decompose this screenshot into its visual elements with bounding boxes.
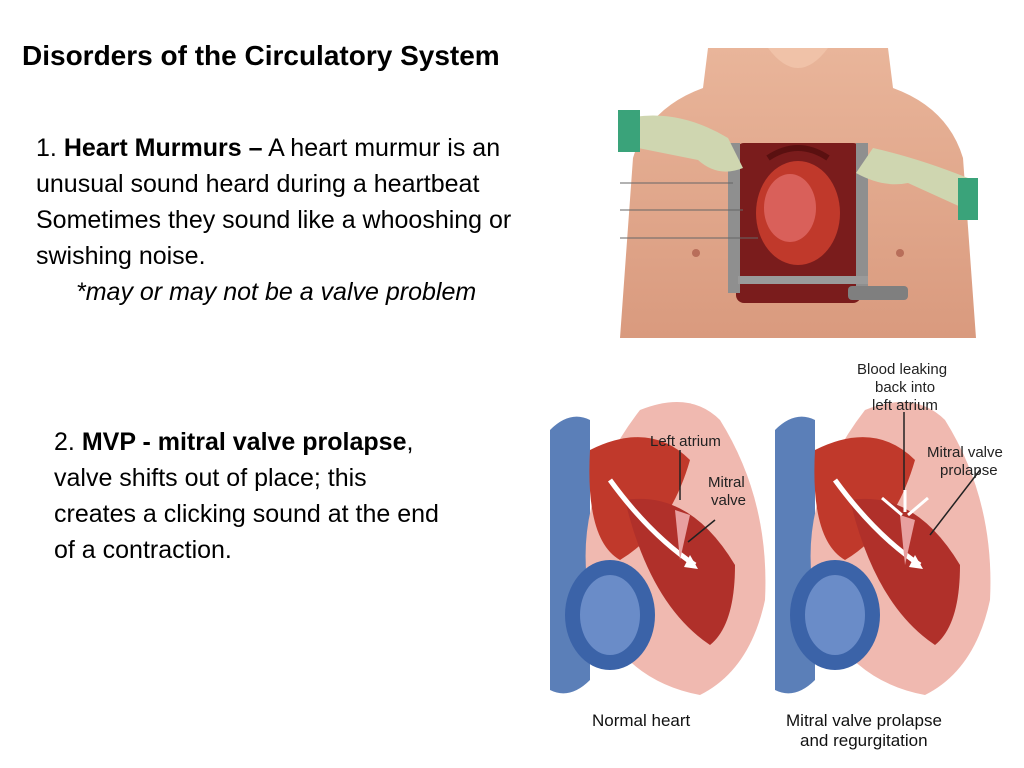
item-body: , valve shifts out of place; this create… xyxy=(54,428,439,564)
item-note: *may or may not be a valve problem xyxy=(76,278,477,306)
caption-mvp-line2: and regurgitation xyxy=(800,731,928,750)
item-heading: MVP - mitral valve prolapse xyxy=(81,428,407,456)
open-chest-surgery-image xyxy=(618,48,978,338)
heart-murmur-paragraph: 1. Heart Murmurs – A heart murmur is an … xyxy=(36,130,576,310)
normal-heart-drawing xyxy=(550,402,766,695)
caption-mvp-line1: Mitral valve prolapse xyxy=(786,711,942,730)
label-blood-leaking-line3: left atrium xyxy=(872,397,938,414)
slide-title: Disorders of the Circulatory System xyxy=(22,40,500,71)
label-left-atrium: Left atrium xyxy=(650,433,721,450)
item-heading: Heart Murmurs – xyxy=(63,134,263,162)
label-mitral-valve-prolapse-line2: prolapse xyxy=(940,462,998,479)
mvp-heart-drawing xyxy=(775,402,991,695)
mitral-valve-diagram: Left atrium Mitral valve Blood leaking b… xyxy=(550,361,1003,750)
label-blood-leaking-line2: back into xyxy=(875,379,935,396)
mvp-paragraph: 2. MVP - mitral valve prolapse, valve sh… xyxy=(54,424,454,568)
item-body: A heart murmur is an unusual sound heard… xyxy=(36,134,512,270)
label-blood-leaking-line1: Blood leaking xyxy=(857,361,947,378)
label-mitral-valve-line2: valve xyxy=(711,492,746,509)
caption-normal-heart: Normal heart xyxy=(592,711,691,730)
item-number: 2. xyxy=(54,428,75,456)
label-mitral-valve-prolapse-line1: Mitral valve xyxy=(927,444,1003,461)
item-number: 1. xyxy=(36,134,57,162)
label-mitral-valve-line1: Mitral xyxy=(708,474,745,491)
